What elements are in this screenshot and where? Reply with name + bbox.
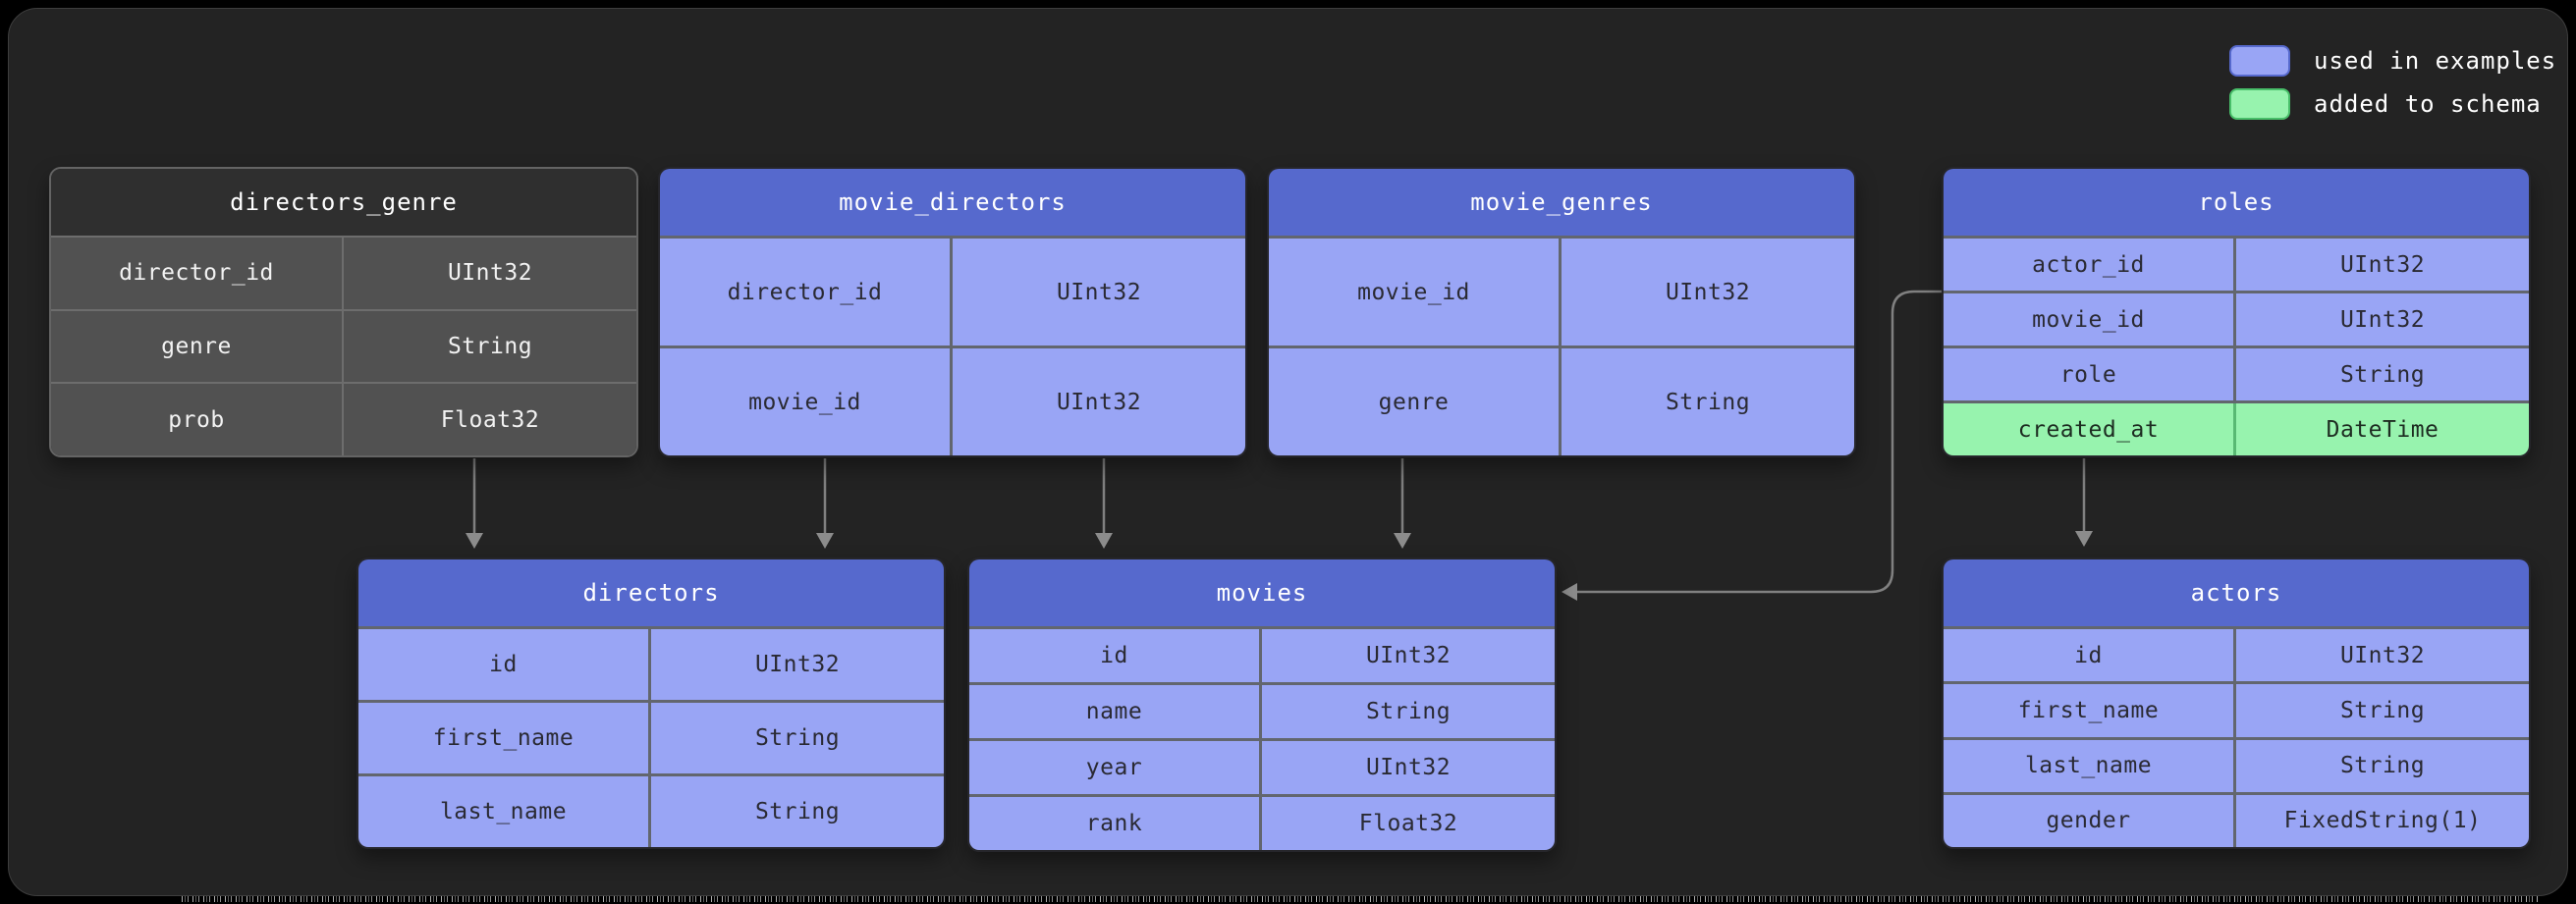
table-title: directors [358,559,944,626]
table-row: movie_id UInt32 [660,346,1245,455]
table-row: prob Float32 [51,382,636,455]
column-name: name [969,685,1262,738]
column-name: id [969,629,1262,682]
table-row: movie_id UInt32 [1944,291,2529,346]
table-movie_genres: movie_genres movie_id UInt32 genre Strin… [1267,167,1856,457]
column-type: UInt32 [2339,642,2426,668]
column-type: String [754,725,841,751]
column-name: movie_id [1944,293,2236,346]
table-roles: roles actor_id UInt32 movie_id UInt32 ro… [1942,167,2531,457]
table-row: actor_id UInt32 [1944,236,2529,291]
column-type: UInt32 [1665,279,1751,305]
table-row: director_id UInt32 [51,236,636,309]
table-row: genre String [51,308,636,383]
column-type: UInt32 [1056,279,1142,305]
column-name: created_at [1944,403,2236,455]
table-row: role String [1944,346,2529,400]
legend: used in examples added to schema [2229,45,2556,120]
column-name: gender [1944,794,2236,847]
column-name: id [358,629,651,700]
table-movies: movies id UInt32 name String year UInt32… [967,558,1557,852]
table-row: id UInt32 [1944,626,2529,682]
column-type: String [2339,361,2426,388]
column-type: String [1665,389,1751,415]
table-title: roles [1944,169,2529,236]
clipped-text-noise [182,896,2539,902]
table-row: last_name String [358,773,944,847]
column-type: UInt32 [1365,643,1452,668]
table-row: name String [969,682,1555,738]
table-row-added-to-schema: created_at DateTime [1944,400,2529,455]
column-name: last_name [358,776,651,847]
column-name: first_name [1944,684,2236,737]
column-name: genre [1269,348,1562,455]
column-name: movie_id [660,348,953,455]
legend-item-added-to-schema: added to schema [2229,88,2556,120]
column-name: prob [51,384,344,455]
legend-label: used in examples [2314,47,2557,75]
column-type: String [754,799,841,824]
legend-item-used-in-examples: used in examples [2229,45,2556,77]
column-type: UInt32 [2339,251,2426,278]
column-type: UInt32 [754,652,841,677]
column-type: String [1365,699,1452,724]
legend-swatch-blue [2229,45,2290,77]
column-type: UInt32 [1365,755,1452,780]
column-name: director_id [660,239,953,346]
column-type: UInt32 [447,260,533,287]
table-title: movies [969,559,1555,626]
table-row: rank Float32 [969,794,1555,850]
table-title: movie_genres [1269,169,1854,236]
table-row: id UInt32 [969,626,1555,682]
table-actors: actors id UInt32 first_name String last_… [1942,558,2531,849]
table-row: gender FixedString(1) [1944,791,2529,847]
column-name: first_name [358,703,651,773]
column-name: actor_id [1944,239,2236,291]
column-type: String [2339,697,2426,723]
table-row: last_name String [1944,736,2529,792]
column-type: UInt32 [2339,306,2426,333]
column-name: id [1944,629,2236,682]
column-name: year [969,741,1262,794]
column-type: Float32 [440,406,540,433]
table-directors: directors id UInt32 first_name String la… [356,558,946,849]
column-type: String [447,334,533,359]
column-type: DateTime [2326,416,2439,443]
table-movie_directors: movie_directors director_id UInt32 movie… [658,167,1247,457]
table-row: genre String [1269,346,1854,455]
table-row: year UInt32 [969,738,1555,794]
column-type: String [2339,753,2426,779]
column-type: UInt32 [1056,389,1142,415]
legend-label: added to schema [2314,90,2542,118]
table-row: first_name String [1944,681,2529,737]
column-name: last_name [1944,739,2236,792]
column-name: rank [969,797,1262,850]
table-directors_genre: directors_genre director_id UInt32 genre… [49,167,638,457]
legend-swatch-green [2229,88,2290,120]
column-name: movie_id [1269,239,1562,346]
table-title: movie_directors [660,169,1245,236]
table-title: directors_genre [51,169,636,236]
column-type: FixedString(1) [2283,808,2482,834]
column-name: director_id [51,238,344,309]
column-name: genre [51,310,344,383]
table-row: movie_id UInt32 [1269,236,1854,346]
column-name: role [1944,348,2236,400]
column-type: Float32 [1358,811,1458,836]
table-row: id UInt32 [358,626,944,700]
table-row: first_name String [358,700,944,773]
table-title: actors [1944,559,2529,626]
table-row: director_id UInt32 [660,236,1245,346]
